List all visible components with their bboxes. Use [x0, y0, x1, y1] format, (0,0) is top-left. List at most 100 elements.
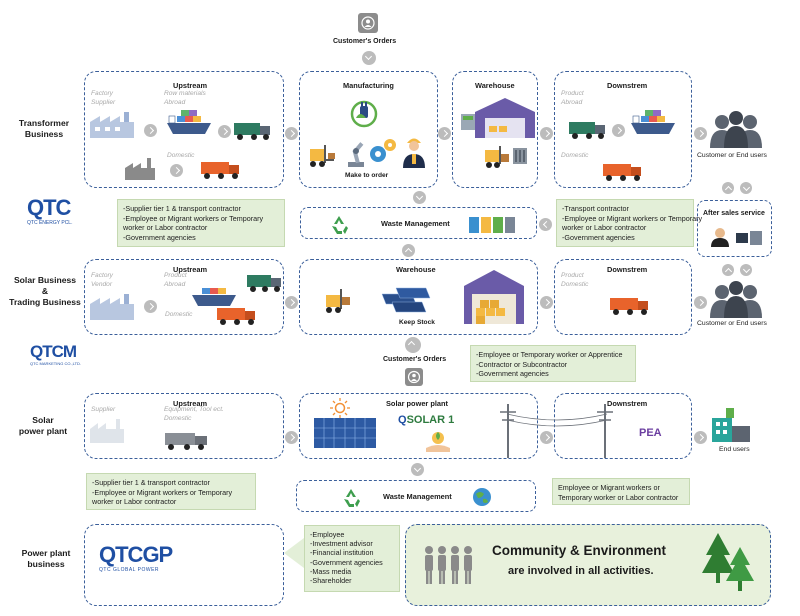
downstream-orange-truck-icon	[603, 164, 641, 181]
down-arrow-icon	[413, 191, 426, 204]
solar-product-domestic-label: Product Domestic	[561, 272, 589, 288]
note-line: -Investment advisor	[310, 539, 373, 549]
transmission-tower-icon	[597, 404, 613, 458]
warehouse-forklift-icon	[485, 146, 527, 168]
arrow-icon	[144, 124, 157, 137]
qtcm-logo-sub: QTC MARKETING CO.,LTD.	[30, 361, 82, 366]
manufacturing-title: Manufacturing	[343, 81, 394, 90]
factory-supplier-label: Factory Supplier	[91, 90, 116, 106]
service-person-icon	[711, 228, 729, 247]
up-arrow-icon	[402, 244, 415, 257]
warehouse-icon	[464, 270, 524, 324]
note-line: -Employee or Migrant workers or Temporar…	[562, 213, 703, 223]
domestic-factory-icon	[125, 158, 155, 180]
note-line: Employee or Migrant workers or	[558, 483, 660, 492]
solar-plant-box: Solar power plant QSOLAR 1	[299, 393, 538, 459]
up-arrow-icon	[722, 182, 734, 194]
arrow-icon	[144, 300, 157, 313]
note-line: -Supplier tier 1 & transport contractor	[123, 204, 241, 213]
solar-array-icon	[314, 418, 376, 448]
community-box: Community & Environment are involved in …	[405, 524, 771, 606]
transformer-warehouse-title: Warehouse	[475, 81, 515, 90]
plant-upstream-box: Upstream Supplier Equipment, Tool ect. D…	[84, 393, 284, 459]
robot-arm-icon	[348, 142, 364, 167]
note-plant-upstream: -Supplier tier 1 & transport contractor …	[86, 473, 256, 510]
solar-plant-title: Solar power plant	[386, 399, 449, 408]
solar-downstream-box: Downstrem Product Domestic	[554, 259, 692, 335]
after-sales-box: After sales service	[697, 200, 772, 257]
qtc-logo: QTC QTC ENERGY PCL.	[27, 196, 92, 234]
qsolar-q: Q	[398, 414, 407, 426]
note-plant-downstream: Employee or Migrant workers or Temporary…	[552, 478, 690, 505]
transformer-warehouse-box: Warehouse	[452, 71, 538, 188]
transformer-downstream-title: Downstrem	[607, 81, 648, 90]
waste-bins-icon	[469, 217, 515, 233]
left-arrow-icon	[539, 218, 552, 231]
qtcm-logo: QTCM QTC MARKETING CO.,LTD.	[30, 343, 98, 371]
waste-management-label-1: Waste Management	[381, 219, 450, 228]
note-transformer-downstream: -Transport contractor -Employee or Migra…	[556, 199, 703, 247]
arrow-icon	[285, 127, 298, 140]
note-line: -Mass media	[310, 566, 352, 576]
engineer-icon	[403, 138, 425, 168]
row-label-solar-trading: Solar Business & Trading Business	[9, 275, 81, 307]
truck-icon	[234, 123, 270, 140]
arrow-icon	[694, 296, 707, 309]
downstream-truck-icon	[569, 122, 605, 139]
qsolar-text: SOLAR 1	[406, 414, 455, 426]
row-label-transformer: Transformer Business	[18, 118, 70, 139]
qsolar-logo: QSOLAR 1	[398, 414, 454, 426]
factory-icon	[90, 294, 134, 320]
down-arrow-icon	[740, 264, 752, 276]
warehouse-icon	[461, 98, 535, 138]
note-solar-trading: -Employee or Temporary worker or Apprent…	[470, 345, 636, 382]
manufacturing-box: Manufacturing Make to order	[299, 71, 438, 188]
arrow-icon	[694, 127, 707, 140]
waste-management-box-2: Waste Management	[296, 480, 536, 512]
community-title: Community & Environment	[492, 543, 667, 558]
plant-downstream-box: Downstrem PEA	[554, 393, 692, 459]
note-line: -Contractor or Subcontractor	[476, 359, 568, 369]
row-label-solar-plant: Solar power plant	[18, 415, 68, 436]
factory-building-icon	[712, 408, 750, 442]
sun-icon	[330, 398, 350, 418]
waste-management-box-1: Waste Management	[300, 207, 537, 239]
solar-product-abroad-label: Product Abroad	[164, 272, 187, 288]
person-gear-icon	[361, 16, 375, 30]
qtcgp-logo: QTCGP QTC GLOBAL POWER	[99, 543, 173, 574]
gears-icon	[370, 139, 396, 162]
note-line: Temporary worker or Labor contractor	[558, 492, 679, 502]
note-line: -Government agencies	[476, 369, 549, 379]
trees-icon	[702, 533, 754, 591]
recycle-icon	[332, 216, 348, 234]
make-to-order-label: Make to order	[345, 172, 389, 179]
down-arrow-icon	[411, 463, 424, 476]
mid-order-icon	[405, 368, 423, 386]
down-arrow-icon	[740, 182, 752, 194]
plug-leaf-icon	[350, 100, 378, 128]
customers-icon	[710, 281, 762, 318]
note-transformer-upstream: -Supplier tier 1 & transport contractor …	[117, 199, 285, 247]
note-line: -Government agencies	[123, 232, 196, 242]
forklift-icon	[310, 145, 335, 167]
plant-upstream-title: Upstream	[173, 399, 208, 408]
arrow-icon	[218, 125, 231, 138]
note-pointer	[284, 538, 304, 568]
note-line: -Transport contractor	[562, 204, 629, 213]
arrow-icon	[540, 296, 553, 309]
qtc-logo-text: QTC	[27, 195, 71, 220]
truck-icon	[247, 275, 281, 292]
solar-panels-icon	[381, 287, 431, 313]
note-line: -Supplier tier 1 & transport contractor	[92, 478, 210, 487]
solar-warehouse-title: Warehouse	[396, 265, 436, 274]
downstream-ship-icon	[631, 110, 675, 134]
arrow-icon	[170, 164, 183, 177]
qtcgp-logo-sub: QTC GLOBAL POWER	[99, 567, 160, 573]
keep-stock-label: Keep Stock	[399, 319, 435, 326]
note-line: worker or Labor contractor	[92, 497, 177, 507]
note-line: -Employee or Migrant workers or Temporar…	[123, 213, 264, 223]
top-down-arrow	[362, 51, 376, 65]
arrow-icon	[285, 431, 298, 444]
qtcgp-box: QTCGP QTC GLOBAL POWER	[84, 524, 284, 606]
customers-icon	[710, 111, 762, 148]
